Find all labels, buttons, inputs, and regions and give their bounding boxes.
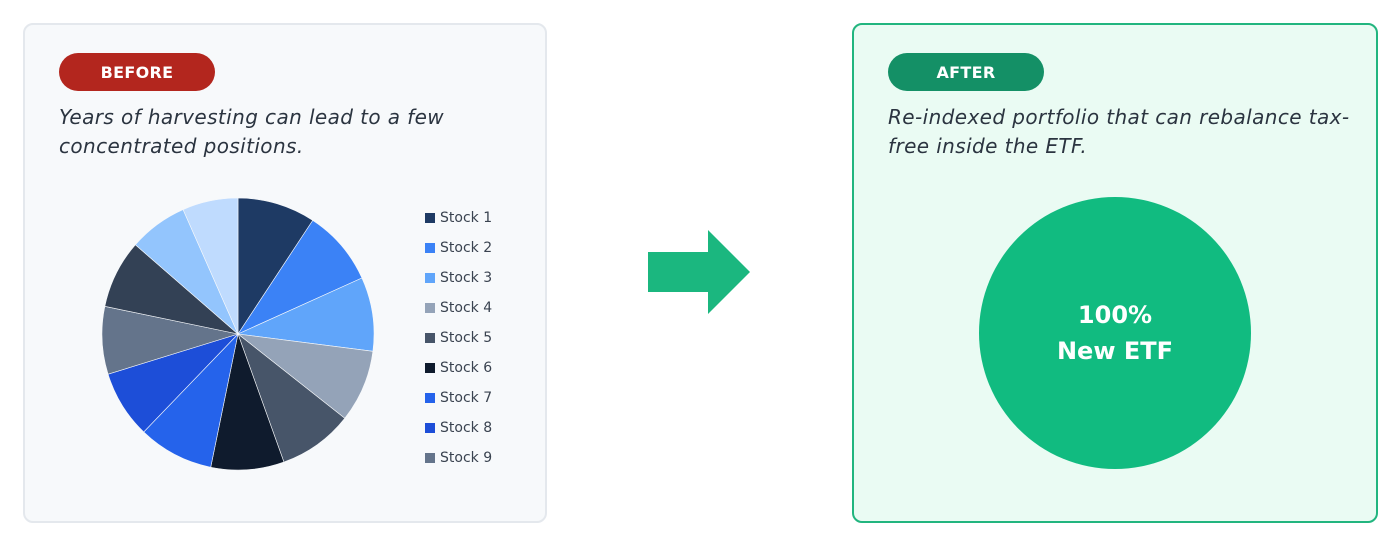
before-panel: BEFORE Years of harvesting can lead to a… xyxy=(23,23,547,523)
etf-name-label: New ETF xyxy=(1056,337,1174,365)
legend-item-1: Stock 1 xyxy=(425,203,492,233)
pie-slice-12 xyxy=(182,197,239,335)
legend-label: Stock 4 xyxy=(440,300,493,316)
legend-label: Stock 3 xyxy=(440,270,493,286)
legend-item-7: Stock 7 xyxy=(425,383,492,413)
legend-label: Stock 2 xyxy=(440,240,493,256)
before-badge: BEFORE xyxy=(59,53,215,91)
etf-pie-slice: 100% New ETF xyxy=(979,197,1251,469)
legend-label: Stock 5 xyxy=(440,330,493,346)
legend-item-5: Stock 5 xyxy=(425,323,492,353)
etf-percent-label: 100% xyxy=(1077,301,1153,329)
legend-swatch xyxy=(425,333,435,343)
legend-label: Stock 6 xyxy=(440,360,493,376)
legend-item-9: Stock 9 xyxy=(425,443,492,473)
right-arrow-icon xyxy=(648,230,750,314)
legend-swatch xyxy=(425,453,435,463)
legend-label: Stock 7 xyxy=(440,390,493,406)
legend-swatch xyxy=(425,243,435,253)
legend-label: Stock 9 xyxy=(440,450,493,466)
before-description: Years of harvesting can lead to a few co… xyxy=(59,105,445,158)
legend-item-3: Stock 3 xyxy=(425,263,492,293)
after-badge: AFTER xyxy=(888,53,1044,91)
legend-swatch xyxy=(425,423,435,433)
legend-label: Stock 1 xyxy=(440,210,493,226)
legend-item-2: Stock 2 xyxy=(425,233,492,263)
pie-legend: Stock 1 Stock 2 Stock 3 Stock 4 Stock 5 Stock… xyxy=(425,203,492,473)
legend-swatch xyxy=(425,303,435,313)
legend-swatch xyxy=(425,393,435,403)
before-pie-chart xyxy=(101,197,375,471)
pie-slice-1 xyxy=(237,197,314,336)
legend-swatch xyxy=(425,363,435,373)
after-description: Re-indexed portfolio that can rebalance … xyxy=(888,105,1350,158)
after-panel: AFTER Re-indexed portfolio that can reba… xyxy=(852,23,1378,523)
legend-label: Stock 8 xyxy=(440,420,493,436)
legend-item-4: Stock 4 xyxy=(425,293,492,323)
legend-item-6: Stock 6 xyxy=(425,353,492,383)
legend-swatch xyxy=(425,273,435,283)
legend-swatch xyxy=(425,213,435,223)
legend-item-8: Stock 8 xyxy=(425,413,492,443)
